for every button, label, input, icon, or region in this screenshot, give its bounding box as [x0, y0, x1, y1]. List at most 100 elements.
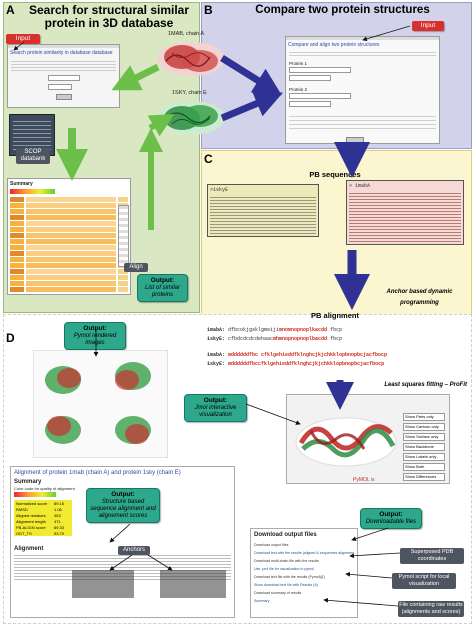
result-row[interactable] — [10, 209, 128, 214]
result-row[interactable] — [10, 239, 128, 244]
seq1-body — [210, 195, 316, 235]
result-row[interactable] — [10, 257, 128, 262]
protein1-input[interactable] — [289, 67, 351, 73]
pb-sequences-title: PB sequences — [309, 170, 361, 179]
jmol-button[interactable]: Show Backbone — [403, 443, 445, 451]
search-chain-input[interactable] — [48, 84, 72, 90]
result-row[interactable] — [10, 197, 128, 202]
alignment-output-bubble: Output: Structure based sequence alignme… — [86, 488, 160, 523]
pb-alignment-rows: 1mabA: dfbcokjgsklgmeijimnomnopnoplkacdd… — [207, 326, 469, 369]
download-link[interactable]: Download summary of results — [254, 591, 302, 595]
score-value: 93.79 — [52, 530, 72, 536]
compare-submit-button[interactable] — [346, 137, 364, 143]
chain-e-label: 1SKY, chain E — [172, 90, 207, 96]
pymol-images — [33, 350, 168, 458]
result-row[interactable] — [10, 245, 128, 250]
raw-results-tag: File containing raw results (alignments … — [398, 601, 464, 617]
superposed-coords-tag: Superposed PDB coordinates — [400, 548, 464, 564]
search-submit-button[interactable] — [56, 94, 72, 100]
align-tag: Align — [124, 263, 148, 272]
pb-sequence-1sky-box: >1skyE — [207, 184, 319, 237]
results-color-scale — [10, 189, 55, 194]
alignment-color-scale — [14, 492, 56, 497]
panel-d-letter: D — [6, 331, 15, 345]
result-row[interactable] — [10, 215, 128, 220]
panel-a-output-bubble: Output: List of similar proteins — [137, 274, 188, 302]
pymol-image-1 — [45, 366, 81, 394]
jmol-button[interactable]: Show Labels only — [403, 453, 445, 461]
pymol-output-text: Pymol rendered images — [73, 333, 117, 346]
anchors-tag: Anchors — [118, 546, 150, 555]
anchor-block-2 — [160, 570, 226, 598]
protein-1sky-image — [157, 101, 225, 135]
pb-sequence-1mab-box: > 1mabA — [346, 180, 464, 245]
panel-a-letter: A — [6, 3, 15, 17]
chain2-input[interactable] — [289, 101, 331, 107]
alignment-output-text: Structure based sequence alignment and a… — [90, 499, 156, 519]
result-row[interactable] — [10, 269, 128, 274]
score-value: 89.33 — [52, 524, 72, 530]
jmol-button[interactable]: Show Both — [403, 463, 445, 471]
result-row[interactable] — [10, 233, 128, 238]
result-row[interactable] — [10, 263, 128, 268]
download-link[interactable]: Summary — [254, 599, 270, 603]
download-link[interactable]: Download text file with the results (Pym… — [254, 575, 325, 579]
jmol-button[interactable]: Show Surface only — [403, 433, 445, 441]
summary-colors-caption: Color code for quality of alignment — [14, 486, 75, 491]
result-row[interactable] — [10, 227, 128, 232]
pb-alignment-title: PB alignment — [311, 311, 359, 320]
pymol-output-bubble: Output: Pymol rendered images — [64, 322, 126, 350]
score-label: RMSD — [14, 506, 52, 512]
anchor-step-label: Anchor based dynamic programming — [386, 289, 453, 306]
align-row: 1mabA: dfbcokjgsklgmeijimnomnopnoplkacdd… — [207, 327, 343, 333]
results-table — [10, 197, 128, 292]
pymol-script-tag: Pymol script for local visualization — [392, 573, 456, 589]
alignment-page-title: Alignment of protein 1mab (chain A) and … — [14, 470, 181, 476]
result-row[interactable] — [10, 221, 128, 226]
result-row[interactable] — [10, 251, 128, 256]
download-link[interactable]: Show download text file with Results (A) — [254, 583, 318, 587]
protein2-label: Protein 2 — [289, 87, 308, 92]
download-link[interactable]: Download multi-chain file with the resul… — [254, 559, 319, 563]
pymol-image-2 — [115, 362, 151, 390]
result-row[interactable] — [10, 203, 128, 208]
score-label: Normalized score — [14, 500, 52, 506]
align-row: 1skyE: mddddddfbccfklgehieddfklnghcjkjch… — [207, 361, 385, 367]
download-link[interactable]: Download text with the results (aligned … — [254, 551, 354, 555]
score-label: Alignment length — [14, 518, 52, 524]
results-screenshot: Summary — [7, 178, 131, 295]
alignment-heading: Alignment — [14, 546, 44, 552]
jmol-structure-image — [295, 417, 397, 467]
jmol-button[interactable]: Show Cartoon only — [403, 423, 445, 431]
seq1-name: >1skyE — [210, 187, 229, 193]
fit-step-label: Least squares fitting – ProFit — [384, 382, 467, 388]
pymol-image-3 — [45, 416, 81, 444]
download-output-label: Output: — [379, 511, 403, 518]
alignment-output-label: Output: — [111, 491, 135, 498]
result-row[interactable] — [10, 287, 128, 292]
protein-1mab-image — [157, 42, 225, 76]
search-pdb-input[interactable] — [48, 75, 80, 81]
protein1-label: Protein 1 — [289, 61, 308, 66]
align-column[interactable] — [118, 205, 129, 267]
download-link[interactable]: Download output files — [254, 543, 289, 547]
download-output-bubble: Output: Downloadable files — [360, 508, 422, 529]
jmol-button[interactable]: Show Differences — [403, 473, 445, 481]
jmol-output-label: Output: — [203, 397, 228, 404]
panel-a-output-text: List of similar proteins — [144, 285, 180, 298]
result-row[interactable] — [10, 281, 128, 286]
jmol-button[interactable]: Show Pairs only — [403, 413, 445, 421]
panel-b-title: Compare two protein structures — [255, 4, 430, 16]
jmol-output-bubble: Output: Jmol interactive visualization — [184, 394, 247, 422]
download-link[interactable]: Use .pml file for visualization in pymol — [254, 567, 314, 571]
compare-form-screenshot: Compare and align two protein structures… — [285, 36, 440, 144]
score-value: 453 — [52, 512, 72, 518]
result-row[interactable] — [10, 275, 128, 280]
protein2-input[interactable] — [289, 93, 351, 99]
chain1-input[interactable] — [289, 75, 331, 81]
download-screenshot: Download output files Download output fi… — [250, 528, 358, 618]
jmol-output-text: Jmol interactive visualization — [194, 405, 237, 418]
